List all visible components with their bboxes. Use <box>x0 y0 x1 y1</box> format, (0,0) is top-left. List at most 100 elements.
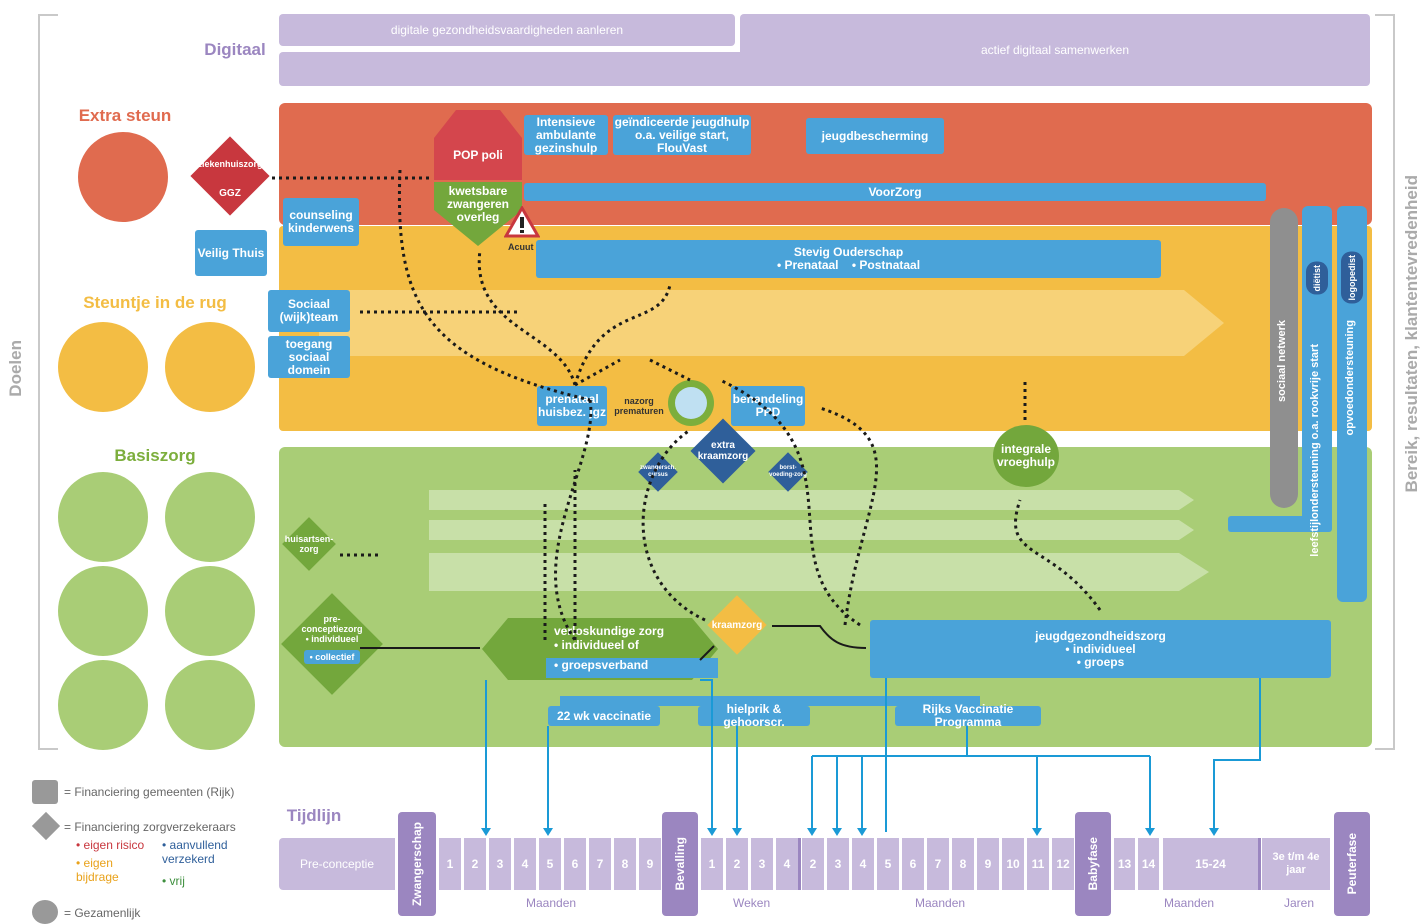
zwangersch-label: zwangersch. cursus <box>639 465 676 478</box>
extra-steun-heading: Extra steun <box>78 106 172 125</box>
tl-lbl-weken: Weken <box>733 896 771 910</box>
extra-kraamzorg-label: extra kraamzorg <box>697 440 749 462</box>
legend-zorgverzekeraars: = Financiering zorgverzekeraars <box>64 820 236 834</box>
tl-cell-months2-5: 5 <box>877 838 899 890</box>
verloskundige-text: verloskundige zorg • individueel of • gr… <box>554 624 664 672</box>
huisartsen-label: huisartsen-zorg <box>284 534 334 554</box>
kraamzorg-label: kraamzorg <box>711 619 763 631</box>
tl-cell-months2-10: 10 <box>1002 838 1024 890</box>
hielprik-box: hielprik & gehoorscr. <box>698 703 810 729</box>
intensieve-box: Intensieve ambulante gezinshulp <box>524 115 608 155</box>
avatar-basis-5 <box>58 660 148 750</box>
stevig-sub: • Prenataal • Postnataal <box>776 258 921 272</box>
tl-lbl-maanden1: Maanden <box>526 896 577 910</box>
tl-divider-1 <box>798 838 801 890</box>
nazorg-label: nazorg prematuren <box>614 396 664 416</box>
ziekenhuis-label: ziekenhuiszorg <box>197 159 263 169</box>
avatar-basis-4 <box>165 566 255 656</box>
baby-icon <box>668 380 714 426</box>
jgz-title: jeugdgezondheidszorg <box>1035 628 1166 643</box>
tl-cell-months3-13: 13 <box>1114 838 1135 890</box>
avatar-basis-3 <box>58 566 148 656</box>
pop-poli-label: POP poli <box>453 147 503 162</box>
kwetsbare-label: kwetsbare zwangeren overleg <box>446 183 509 224</box>
avatar-steun-2 <box>165 322 255 412</box>
leefstijl-bar <box>1302 206 1332 532</box>
tl-cell-weeks-1: 1 <box>701 838 723 890</box>
left-bracket <box>38 14 58 750</box>
pop-poli-octagon <box>434 110 522 246</box>
voorzorg-box: VoorZorg <box>524 183 1266 201</box>
legend-gemeenten: = Financiering gemeenten (Rijk) <box>64 785 235 799</box>
avatar-basis-2 <box>165 472 255 562</box>
legend-square <box>32 780 58 804</box>
jeugdbescherming-box: jeugdbescherming <box>806 118 944 154</box>
tl-cell-months1-8: 8 <box>614 838 636 890</box>
tl-preconceptie: Pre-conceptie <box>279 838 395 890</box>
tl-divider-2 <box>1258 838 1261 890</box>
toegang-box: toegang sociaal domein <box>268 336 350 378</box>
pre-col: • collectief <box>304 650 360 664</box>
tl-zwangerschap: Zwangerschap <box>398 812 436 916</box>
rvp-box: Rijks Vaccinatie Programma <box>895 703 1041 729</box>
verlos-groep: • groepsverband <box>554 658 649 672</box>
tl-babyfase: Babyfase <box>1075 812 1111 916</box>
jgz-groep: • groeps <box>1076 654 1125 669</box>
tl-cell-months2-6: 6 <box>902 838 924 890</box>
tl-cell-weeks-3: 3 <box>751 838 773 890</box>
tl-cell-months2-8: 8 <box>952 838 974 890</box>
integrale-vroeghulp-circle: integrale vroeghulp <box>993 425 1059 487</box>
legend-eigen-bijdrage: • eigen bijdrage <box>76 856 119 884</box>
digital-collab-box: actief digitaal samenwerken <box>740 14 1370 86</box>
borstvoeding-label: borst-voeding-zorg <box>769 465 807 478</box>
veilig-thuis-box: Veilig Thuis <box>195 230 267 276</box>
tl-cell-months1-4: 4 <box>514 838 536 890</box>
tl-cell-months1-6: 6 <box>564 838 586 890</box>
tl-cell-months1-9: 9 <box>639 838 661 890</box>
tl-peuterfase: Peuterfase <box>1334 812 1370 916</box>
background-arrows <box>319 290 1224 591</box>
sociaal-team-box: Sociaal (wijk)team <box>268 290 350 332</box>
acuut-label: Acuut <box>508 242 534 252</box>
tl-cell-months1-2: 2 <box>464 838 486 890</box>
prenataal-box: prenataal huisbez. jgz <box>537 386 607 426</box>
avatar-steun-1 <box>58 322 148 412</box>
leefstijl-foot <box>1228 516 1332 532</box>
tl-cell-months2-9: 9 <box>977 838 999 890</box>
tl-cell-months3-14: 14 <box>1138 838 1159 890</box>
counseling-box: counseling kinderwens <box>283 198 359 246</box>
tl-lbl-maanden2: Maanden <box>915 896 966 910</box>
stevig-ouderschap-box: Stevig Ouderschap • Prenataal • Postnata… <box>536 240 1161 278</box>
tl-cell-months1-5: 5 <box>539 838 561 890</box>
jgz-box: jeugdgezondheidszorg • individueel • gro… <box>870 620 1331 678</box>
tl-cell-weeks-4: 4 <box>776 838 798 890</box>
avatar-extra <box>78 132 168 222</box>
avatar-basis-6 <box>165 660 255 750</box>
tl-bevalling: Bevalling <box>662 812 698 916</box>
right-bracket <box>1375 14 1395 750</box>
tl-cell-months2-11: 11 <box>1027 838 1049 890</box>
tl-cell-months2-7: 7 <box>927 838 949 890</box>
avatar-basis-1 <box>58 472 148 562</box>
tl-cell-months1-7: 7 <box>589 838 611 890</box>
legend-eigen-risico: • eigen risico <box>76 838 145 852</box>
stevig-title: Stevig Ouderschap <box>793 245 904 259</box>
tl-cell-months2-2: 2 <box>802 838 824 890</box>
tl-cell-months1-1: 1 <box>439 838 461 890</box>
verlos-ind: • individueel of <box>554 638 639 652</box>
verloskundige-shape <box>482 618 718 680</box>
pre-title: pre-conceptiezorg <box>301 614 363 634</box>
ggz-label: GGZ <box>219 187 241 199</box>
sociaal-netwerk-bar <box>1270 208 1298 508</box>
tl-lbl-maanden3: Maanden <box>1164 896 1215 910</box>
legend-vrij: • vrij <box>162 874 185 888</box>
geindiceerde-box: geïndiceerde jeugdhulp o.a. veilige star… <box>613 114 751 155</box>
tl-15-24: 15-24 <box>1163 838 1258 890</box>
tl-jaren: 3e t/m 4e jaar <box>1262 838 1330 890</box>
digital-skills-box: digitale gezondheidsvaardigheden aanlere… <box>279 14 735 46</box>
tl-lbl-jaren: Jaren <box>1284 896 1315 910</box>
tl-cell-months2-4: 4 <box>852 838 874 890</box>
legend-circle <box>32 900 58 924</box>
tl-cell-months1-3: 3 <box>489 838 511 890</box>
